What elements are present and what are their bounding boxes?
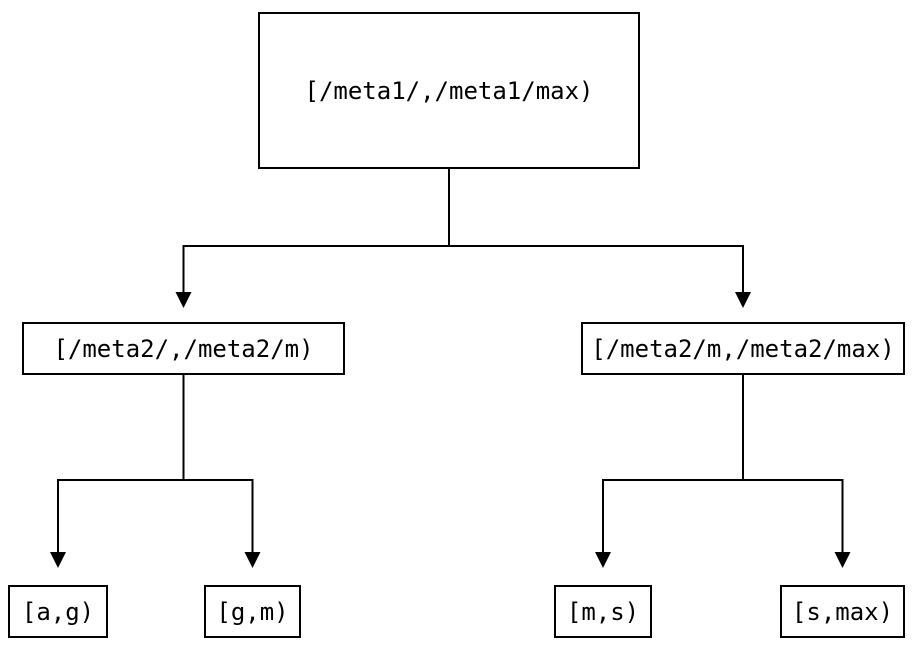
node-leaf-ms: [m,s) [554,585,652,638]
node-root-label: [/meta1/,/meta1/max) [304,76,594,105]
node-meta2-right-label: [/meta2/m,/meta2/max) [591,334,895,363]
node-leaf-smax-label: [s,max) [791,597,894,626]
arrow-down-icon [735,292,751,308]
node-meta2-left: [/meta2/,/meta2/m) [22,322,345,375]
node-leaf-ag-label: [a,g) [21,597,95,626]
arrow-down-icon [244,552,261,568]
node-meta2-left-label: [/meta2/,/meta2/m) [53,334,314,363]
node-meta2-right: [/meta2/m,/meta2/max) [581,322,905,375]
node-leaf-gm-label: [g,m) [216,597,289,626]
node-leaf-ms-label: [m,s) [566,597,640,626]
node-leaf-smax: [s,max) [780,585,905,638]
arrow-down-icon [834,552,851,568]
arrow-down-icon [175,292,192,308]
node-leaf-ag: [a,g) [8,585,108,638]
arrow-down-icon [595,552,611,568]
node-root: [/meta1/,/meta1/max) [258,12,640,169]
arrow-down-icon [50,552,66,568]
node-leaf-gm: [g,m) [204,585,301,638]
